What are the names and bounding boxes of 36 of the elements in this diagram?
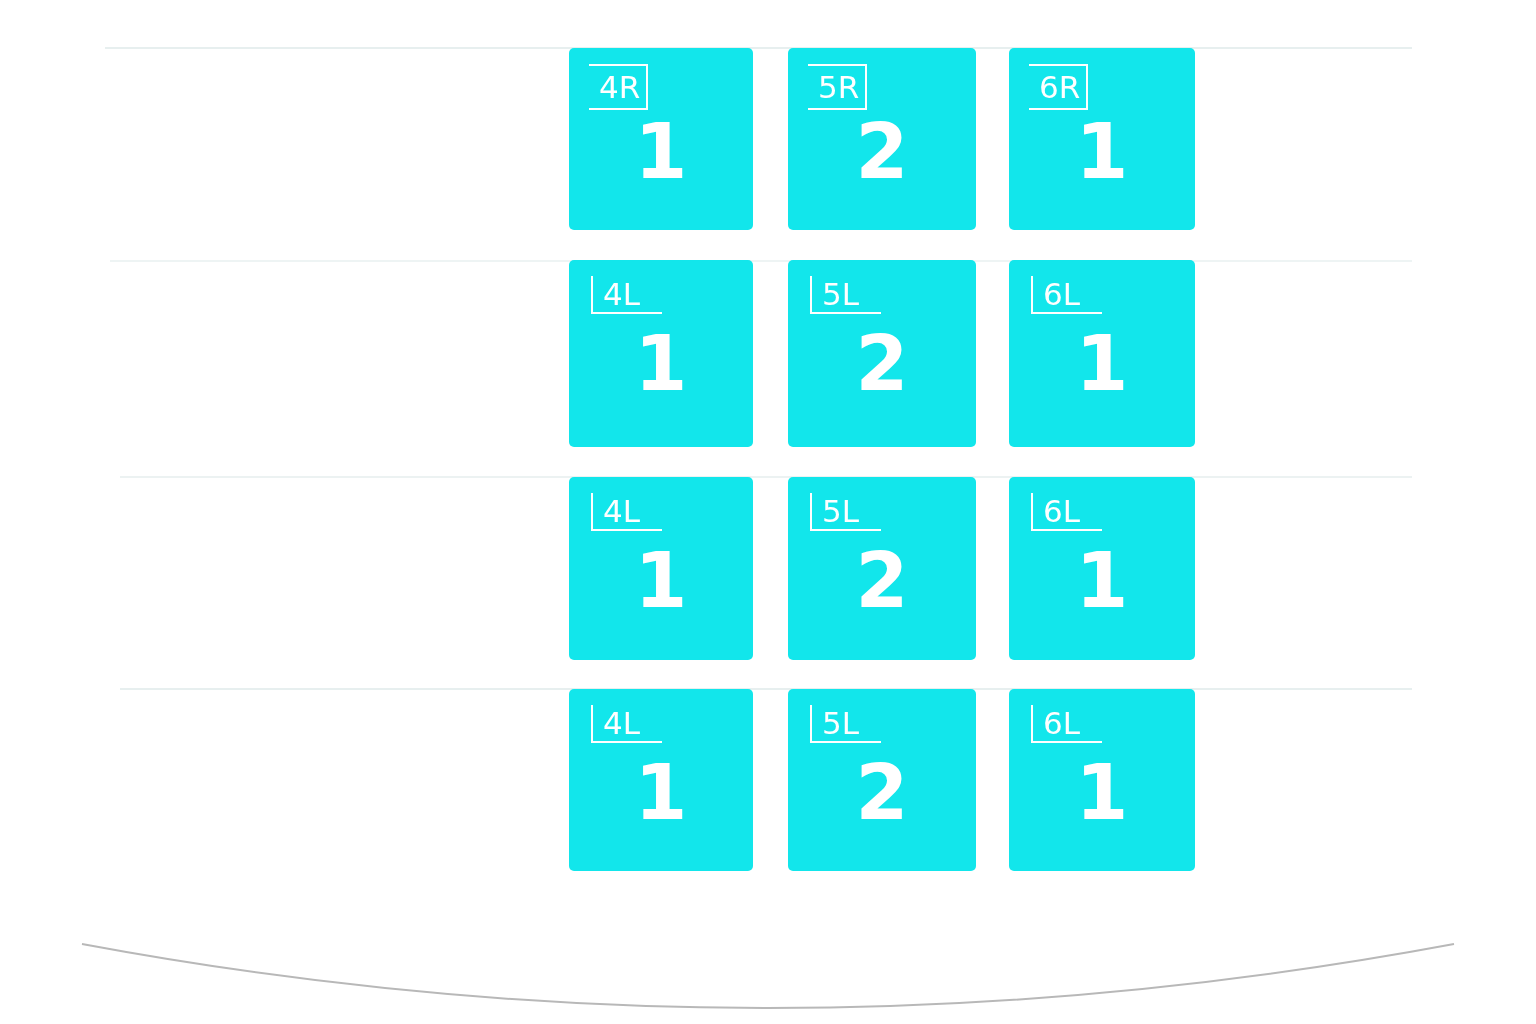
tile-card xyxy=(569,477,753,660)
tile-card xyxy=(569,260,753,447)
tile-card xyxy=(1009,260,1195,447)
tile-card xyxy=(788,477,976,660)
tile-number: 2 xyxy=(854,324,910,404)
tile-number: 1 xyxy=(1074,324,1130,404)
tile-number: 1 xyxy=(1074,112,1130,192)
tile-label: 5L xyxy=(810,276,881,314)
tile-number: 1 xyxy=(633,541,689,621)
tile-label: 6R xyxy=(1029,64,1089,110)
tile-label: 5R xyxy=(808,64,868,110)
tile-card xyxy=(569,48,753,230)
tile-number: 1 xyxy=(633,324,689,404)
tile-card xyxy=(788,689,976,871)
tile-label: 6L xyxy=(1031,493,1102,531)
tile-number: 2 xyxy=(854,753,910,833)
tile-card xyxy=(788,48,976,230)
tile-label: 4R xyxy=(589,64,649,110)
tile-label: 6L xyxy=(1031,705,1102,743)
tile-number: 1 xyxy=(1074,753,1130,833)
tile-number: 1 xyxy=(633,753,689,833)
tile-number: 2 xyxy=(854,541,910,621)
tile-label: 5L xyxy=(810,493,881,531)
tile-label: 4L xyxy=(591,276,662,314)
tile-label: 4L xyxy=(591,705,662,743)
tile-card xyxy=(788,260,976,447)
tile-label: 4L xyxy=(591,493,662,531)
tile-card xyxy=(1009,689,1195,871)
tile-card xyxy=(1009,48,1195,230)
tile-card xyxy=(569,689,753,871)
tile-number: 1 xyxy=(1074,541,1130,621)
tile-number: 1 xyxy=(633,112,689,192)
tile-label: 6L xyxy=(1031,276,1102,314)
tile-card xyxy=(1009,477,1195,660)
tile-number: 2 xyxy=(854,112,910,192)
tile-label: 5L xyxy=(810,705,881,743)
